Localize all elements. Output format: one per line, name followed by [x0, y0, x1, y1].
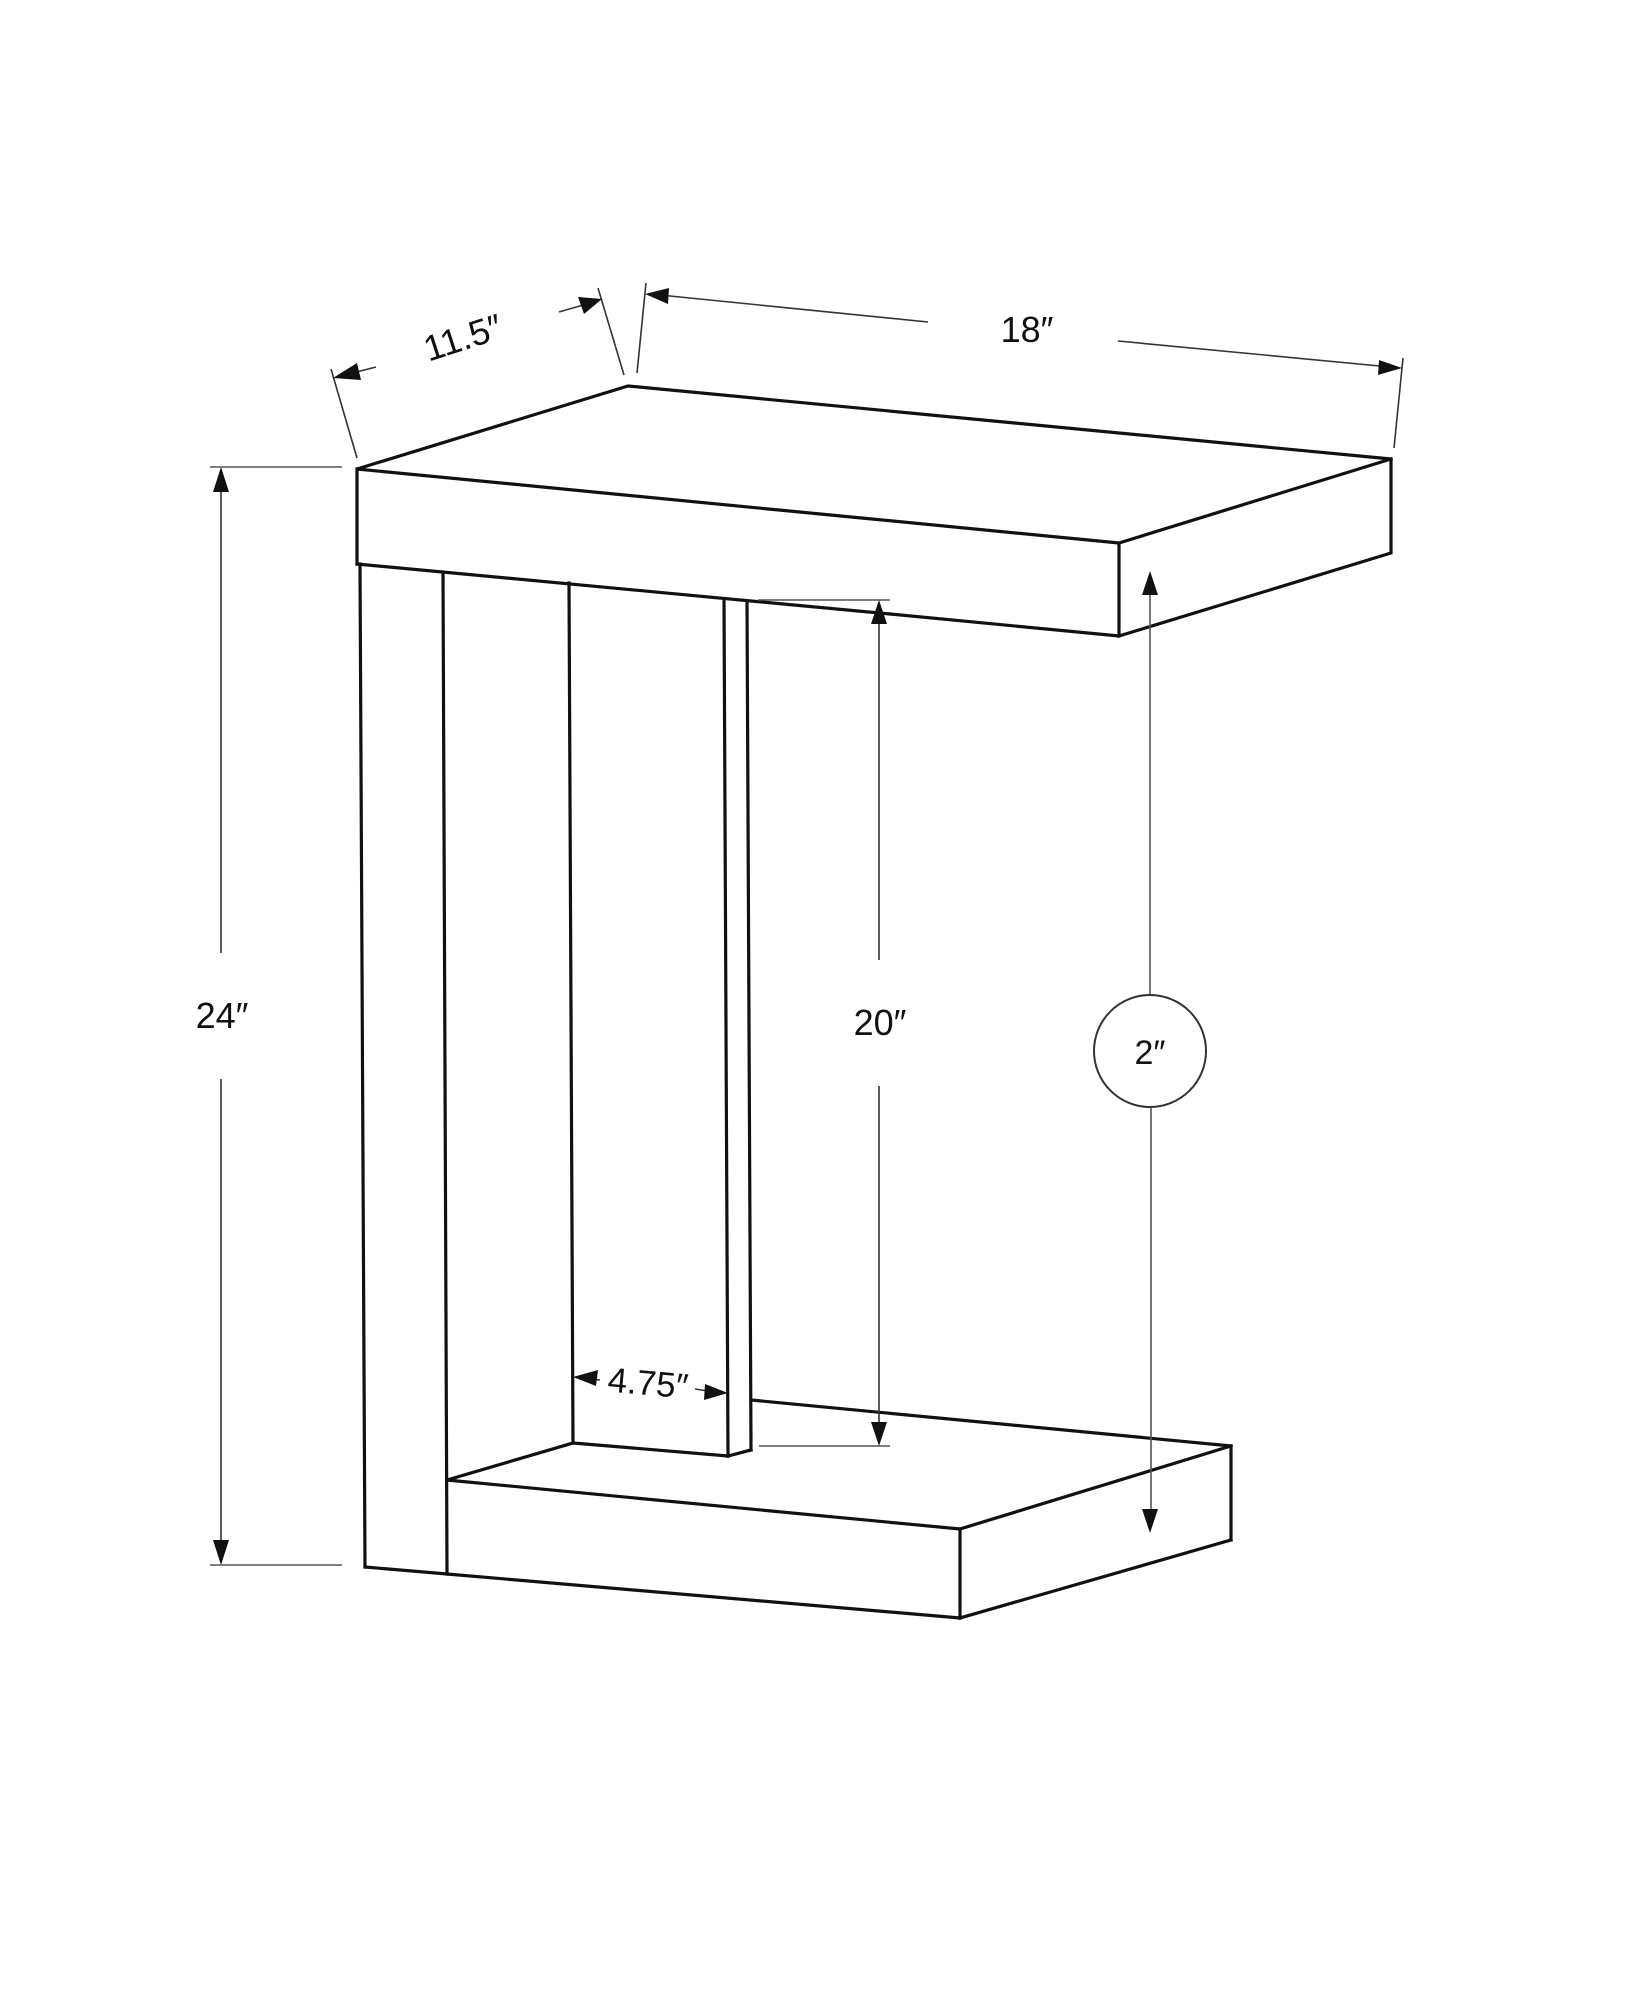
base-side-face	[960, 1446, 1231, 1618]
arrowhead-icon	[871, 600, 887, 624]
tabletop-top-face	[357, 386, 1391, 543]
tabletop-outline	[355, 384, 1393, 639]
arrowhead-icon	[573, 1370, 598, 1386]
arrowhead-icon	[213, 1540, 229, 1565]
width-dimension-line-left	[659, 294, 929, 323]
dimension-panel-width: 4.75″	[573, 1361, 728, 1407]
width-extension-right	[1393, 357, 1404, 449]
table-drawing	[355, 384, 1394, 1620]
base-top-right-edge	[958, 1444, 1233, 1531]
base-back-left-edge	[445, 1441, 575, 1482]
depth-extension-left	[330, 368, 358, 459]
arrowhead-icon	[333, 363, 361, 380]
back-panel-bottom-thickness	[726, 1448, 753, 1458]
back-panel-edge-thickness	[745, 599, 753, 1452]
arrowhead-icon	[213, 467, 229, 492]
tabletop-side-face	[1119, 459, 1391, 636]
arrowhead-icon	[578, 297, 602, 314]
arrowhead-icon	[1378, 360, 1402, 375]
arrowhead-icon	[871, 1422, 887, 1446]
back-panel-right-edge	[722, 597, 730, 1458]
dimension-height: 24″	[196, 466, 342, 1566]
tabletop-front-face	[357, 469, 1119, 636]
panel-width-label: 4.75″	[606, 1361, 690, 1407]
base-back-edge	[749, 1398, 1233, 1448]
leg-outer-edge	[358, 562, 367, 1569]
back-panel-bottom-edge	[571, 1441, 730, 1458]
width-label: 18″	[1001, 309, 1054, 350]
base-top-front-edge	[445, 1478, 962, 1531]
width-dimension-line-right	[1117, 340, 1391, 368]
depth-label: 11.5″	[418, 306, 507, 370]
thickness-label: 2″	[1135, 1034, 1166, 1072]
base-bottom-front-edge	[445, 1572, 962, 1620]
depth-extension-right	[597, 287, 625, 376]
leg-bottom-edge	[363, 1565, 449, 1576]
tabletop-bottom-front-edge-right	[888, 612, 1121, 638]
clearance-label: 20″	[854, 1002, 907, 1043]
dimension-width: 18″	[636, 282, 1404, 449]
dimension-top-thickness: 2″	[1093, 571, 1207, 1533]
back-panel-left-edge	[567, 581, 575, 1445]
arrowhead-icon	[704, 1384, 728, 1400]
tabletop-bottom-front-edge	[355, 562, 892, 616]
dimension-clearance: 20″	[758, 599, 907, 1447]
leg-inner-edge	[441, 570, 449, 1576]
base-bottom-right-edge	[958, 1538, 1233, 1620]
arrowhead-icon	[1142, 571, 1158, 595]
width-extension-left	[636, 282, 647, 374]
arrowhead-icon	[645, 288, 669, 304]
thickness-callout-circle	[1093, 994, 1207, 1108]
tabletop-back-right-edge	[1116, 456, 1394, 546]
arrowhead-icon	[1142, 1509, 1158, 1533]
height-label: 24″	[196, 995, 249, 1036]
